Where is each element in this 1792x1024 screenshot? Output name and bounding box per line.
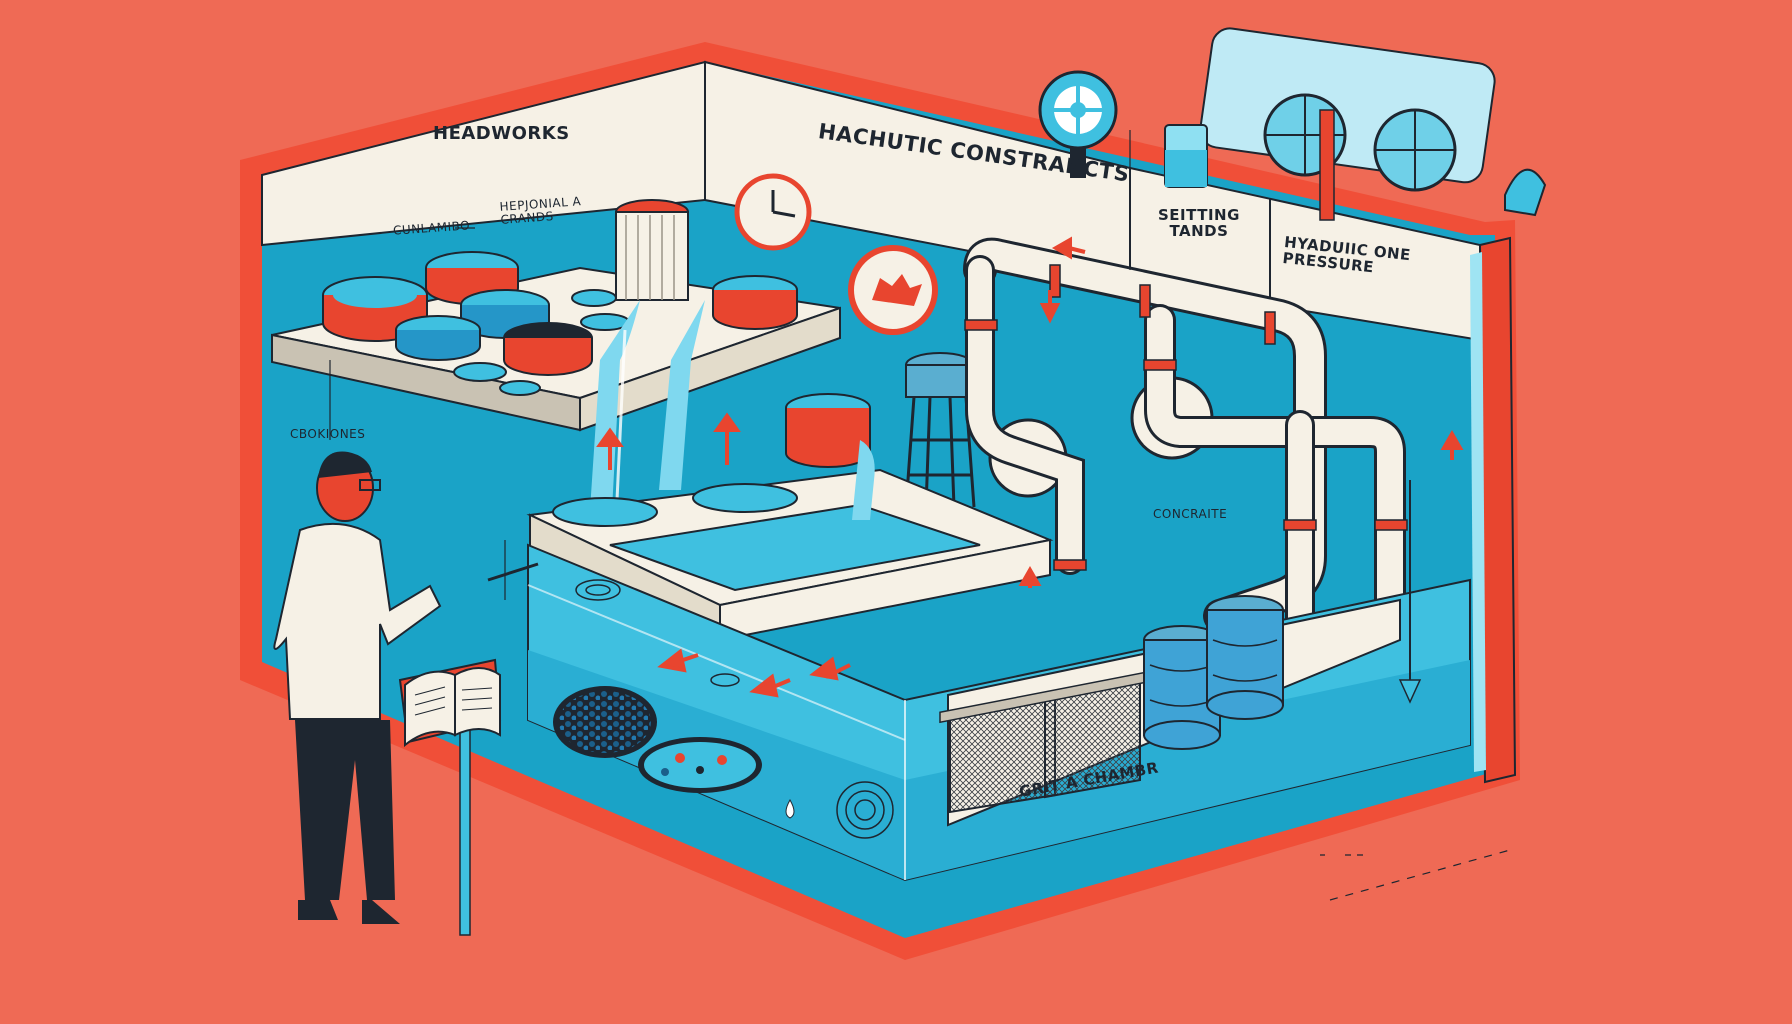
side-label: CBOKIONES [290, 427, 366, 441]
open-book-icon [404, 667, 501, 748]
flow-arrows [596, 236, 1464, 698]
blower-icon [1038, 70, 1118, 178]
screen-drum [615, 199, 689, 301]
clarifier-tanks [322, 251, 798, 396]
pipe-couplings [964, 264, 1408, 571]
media-dish-2 [638, 737, 762, 793]
waterfall-right [659, 300, 705, 490]
chemical-barrel-2 [1206, 595, 1284, 720]
settling-tanks-label: SEITTING TANDS [1158, 206, 1240, 240]
beaker-icon [1164, 124, 1208, 188]
headworks-label: HEADWORKS [433, 123, 570, 144]
waterfall-left [590, 300, 640, 510]
pressure-gauge-1 [734, 173, 812, 251]
warning-gauge [848, 245, 938, 335]
wall-edge-right [1470, 236, 1517, 784]
media-dish-1 [553, 686, 657, 758]
water-drop-icon [785, 798, 795, 819]
swirl-icon [836, 781, 894, 839]
leader-lines [329, 130, 1511, 901]
return-arrow [1398, 480, 1422, 704]
aeration-unit [1199, 27, 1547, 221]
swirl-icon-small [575, 579, 740, 687]
concrete-label: CONCRAITE [1153, 507, 1228, 521]
engineer-figure [273, 451, 539, 924]
